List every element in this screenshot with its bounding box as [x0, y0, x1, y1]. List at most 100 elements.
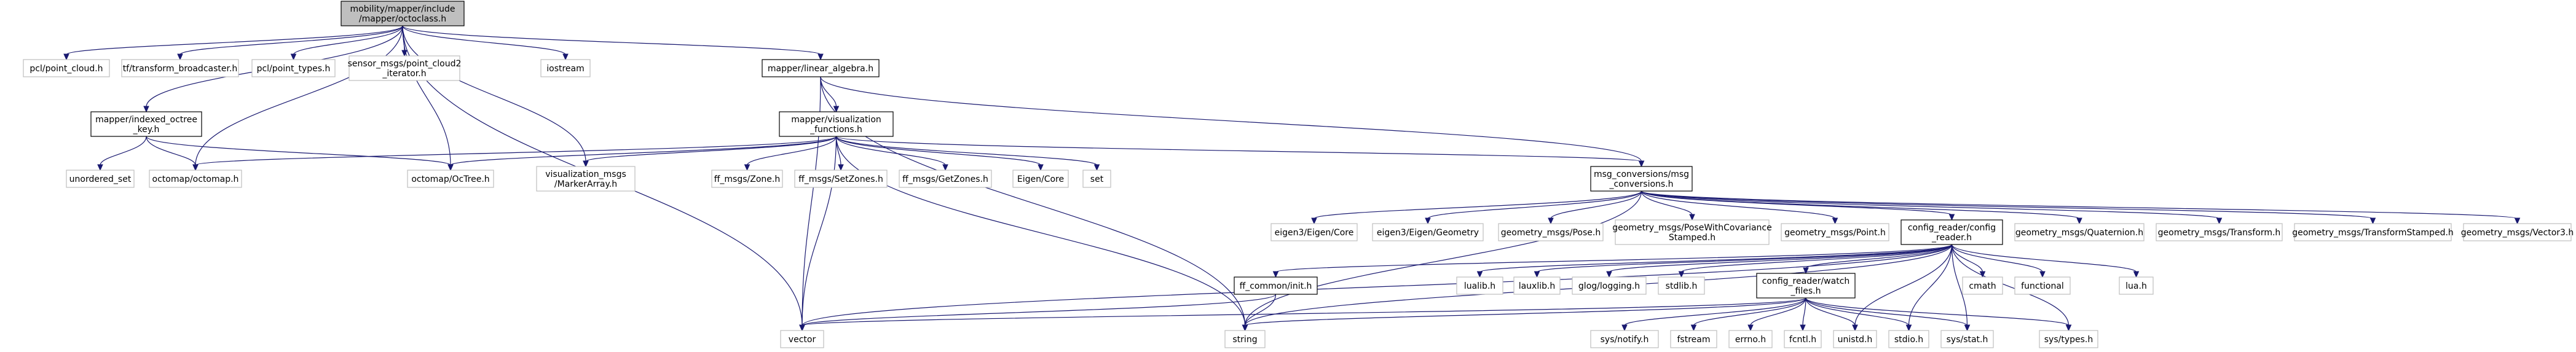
dependency-arrowhead — [1964, 324, 1971, 332]
node-box — [1756, 273, 1856, 299]
node-box — [66, 170, 135, 188]
dependency-arrowhead — [2076, 217, 2082, 225]
dependency-edge-config-to-lua — [1951, 244, 2137, 273]
dependency-edge-visfunc-to-zone — [746, 136, 837, 166]
dependency-arrowhead — [799, 324, 805, 332]
node-lauxlib: lauxlib.h — [1513, 276, 1561, 295]
dependency-arrowhead — [1621, 324, 1628, 332]
node-box — [1270, 223, 1358, 241]
node-box — [1900, 219, 2003, 245]
node-box — [1833, 330, 1877, 348]
dependency-edge-msgconv-to-gpose — [1550, 190, 1642, 219]
dependency-edge-root-to-octomap — [195, 25, 403, 166]
node-marker: visualization_msgs/MarkerArray.h — [536, 166, 636, 192]
node-box — [899, 170, 992, 188]
dependency-arrowhead — [1747, 324, 1754, 332]
dependency-arrowhead — [1242, 324, 1248, 332]
node-label: vector — [789, 335, 816, 345]
node-label: tf/transform_broadcaster.h — [123, 64, 238, 74]
node-label: mapper/visualization — [791, 115, 881, 125]
node-setzones: ff_msgs/SetZones.h — [794, 170, 888, 188]
node-gtransform: geometry_msgs/Transform.h — [2156, 223, 2283, 241]
node-systypes: sys/types.h — [2039, 330, 2098, 348]
node-label: ff_msgs/Zone.h — [714, 174, 780, 184]
dependency-arrowhead — [192, 164, 199, 171]
dependency-edge-config-to-stdio — [1908, 244, 1953, 326]
dependency-edge-ffinit-to-vector — [802, 294, 1277, 326]
node-label: Eigen/Core — [1017, 174, 1064, 184]
node-pcl_types: pcl/point_types.h — [251, 59, 336, 77]
node-label: sys/types.h — [2044, 335, 2093, 345]
dependency-edge-watch-to-string — [1244, 297, 1806, 326]
dependency-edge-watch-to-sysstat — [1805, 297, 1968, 326]
node-linear[interactable]: mapper/linear_algebra.h — [762, 59, 880, 77]
dependency-edge-watch-to-unistd — [1805, 297, 1856, 326]
dependency-edge-watch-to-fcntl — [1802, 297, 1806, 326]
node-box — [1888, 330, 1929, 348]
node-gtransstamp: geometry_msgs/TransformStamped.h — [2292, 223, 2454, 241]
node-label: msg_conversions/msg — [1594, 170, 1689, 179]
node-label: _iterator.h — [382, 69, 426, 79]
dependency-edge-visfunc-to-octomap — [195, 136, 837, 166]
dependency-edge-indexed-to-unordered — [100, 136, 147, 166]
node-label: pcl/point_types.h — [257, 64, 331, 74]
node-label: ff_msgs/GetZones.h — [902, 174, 988, 184]
node-label: string — [1232, 335, 1257, 345]
dependency-edge-visfunc-to-set — [835, 136, 1098, 166]
node-msgconv[interactable]: msg_conversions/msg_conversions.h — [1590, 166, 1693, 192]
node-label: mapper/indexed_octree — [95, 115, 197, 125]
dependency-edge-visfunc-to-vector — [802, 136, 837, 326]
node-indexed[interactable]: mapper/indexed_octree_key.h — [90, 111, 202, 137]
dependency-arrowhead — [290, 53, 297, 61]
node-label: lua.h — [2125, 281, 2147, 291]
node-label: octomap/OcTree.h — [411, 174, 489, 184]
node-label: cmath — [1969, 281, 1996, 291]
node-watch[interactable]: config_reader/watch_files.h — [1756, 273, 1856, 299]
dependency-arrowhead — [177, 53, 183, 61]
node-label: _key.h — [133, 125, 160, 135]
dependency-edge-root-to-pcl_types — [293, 25, 403, 55]
node-label: lualib.h — [1464, 281, 1495, 291]
node-octomap: octomap/octomap.h — [149, 170, 242, 188]
node-stdio: stdio.h — [1888, 330, 1929, 348]
node-gpoint: geometry_msgs/Point.h — [1781, 223, 1889, 241]
node-label: glog/logging.h — [1578, 281, 1640, 291]
dependency-arrowhead — [1800, 324, 1806, 332]
node-label: geometry_msgs/Transform.h — [2158, 228, 2281, 238]
dependency-edge-visfunc-to-marker — [585, 136, 837, 162]
node-label: /mapper/octoclass.h — [359, 14, 446, 24]
dependency-arrowhead — [1948, 214, 1955, 221]
node-root[interactable]: mobility/mapper/include/mapper/octoclass… — [341, 1, 465, 26]
dependency-edge-config-to-stdlib — [1680, 244, 1953, 273]
node-ffinit[interactable]: ff_common/init.h — [1234, 276, 1318, 295]
node-label: unistd.h — [1838, 335, 1873, 345]
node-label: _files.h — [1790, 286, 1821, 296]
dependency-arrowhead — [1979, 271, 1986, 278]
dependency-edge-visfunc-to-msgconv — [835, 136, 1642, 162]
dependency-edge-config-to-lauxlib — [1536, 244, 1953, 273]
node-eigen3geom: eigen3/Eigen/Geometry — [1372, 223, 1484, 241]
node-label: iostream — [546, 64, 585, 74]
dependency-edge-msgconv-to-gvector — [1641, 190, 2518, 219]
dependency-arrowhead — [583, 160, 589, 168]
dependency-arrowhead — [1678, 271, 1685, 278]
dependency-arrowhead — [1093, 164, 1100, 171]
dependency-edge-msgconv-to-gtransform — [1641, 190, 2220, 219]
node-stdlib: stdlib.h — [1658, 276, 1705, 295]
node-box — [1658, 276, 1705, 295]
dependency-arrowhead — [97, 164, 103, 171]
node-box — [2119, 276, 2154, 295]
dependency-arrowhead — [1476, 271, 1483, 278]
dependency-arrowhead — [817, 53, 824, 61]
node-config[interactable]: config_reader/config_reader.h — [1900, 219, 2003, 245]
dependency-arrowhead — [2514, 217, 2521, 225]
node-label: geometry_msgs/TransformStamped.h — [2292, 228, 2454, 238]
node-box — [1456, 276, 1503, 295]
edges-layer — [63, 25, 2521, 332]
node-label: stdio.h — [1894, 335, 1923, 345]
node-visfunc[interactable]: mapper/visualization_functions.h — [779, 111, 894, 137]
node-box — [711, 170, 783, 188]
dependency-edge-config-to-ffinit — [1275, 244, 1953, 273]
node-tf: tf/transform_broadcaster.h — [121, 59, 239, 77]
node-box — [121, 59, 239, 77]
